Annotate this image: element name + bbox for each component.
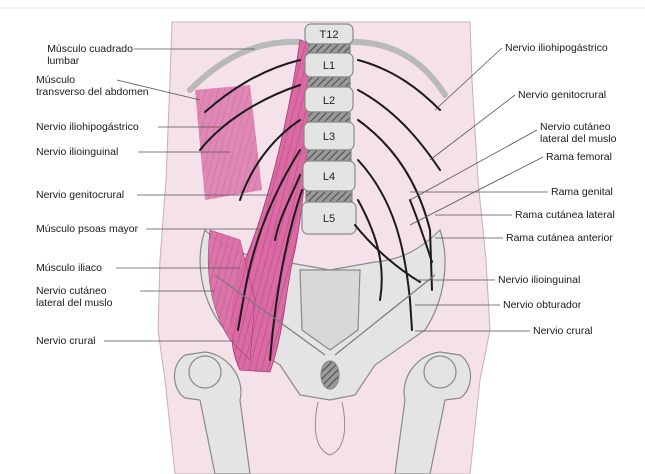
label-iliacus: Músculo iliaco [36, 262, 102, 274]
label-line: Nervio cutáneo [540, 121, 616, 133]
label-quadratus-lumborum: Músculo cuadrado lumbar [47, 43, 133, 67]
label-transversus-abdominis: Músculo transverso del abdomen [36, 74, 149, 98]
label-genitofemoral-right: Nervio genitocrural [518, 89, 606, 101]
label-line: lateral del muslo [36, 297, 112, 309]
label-lateral-cutaneous-left: Nervio cutáneo lateral del muslo [36, 285, 112, 309]
label-genitofemoral-left: Nervio genitocrural [36, 189, 124, 201]
label-iliohypogastric-right: Nervio iliohipogástrico [505, 42, 608, 54]
label-lateral-cutaneous-branch: Rama cutánea lateral [515, 209, 615, 221]
label-ilioinguinal-left: Nervio ilioinguinal [36, 146, 118, 158]
label-line: transverso del abdomen [36, 86, 149, 98]
vertebra-label-l4: L4 [323, 171, 335, 183]
vertebra-label-l3: L3 [323, 131, 335, 143]
spine [302, 24, 356, 234]
label-iliohypogastric-left: Nervio iliohipogástrico [36, 121, 139, 133]
label-lateral-cutaneous-right: Nervio cutáneo lateral del muslo [540, 121, 616, 145]
label-femoral-branch: Rama femoral [546, 151, 612, 163]
label-femoral-right: Nervio crural [533, 325, 593, 337]
label-ilioinguinal-right: Nervio ilioinguinal [498, 274, 580, 286]
vertebra-label-l2: L2 [323, 95, 335, 107]
label-obturator: Nervio obturador [503, 299, 581, 311]
vertebra-label-l1: L1 [323, 60, 335, 72]
vertebra-label-t12: T12 [320, 29, 339, 41]
label-genital-branch: Rama genital [551, 186, 613, 198]
label-psoas-major: Músculo psoas mayor [36, 223, 138, 235]
label-femoral-left: Nervio crural [36, 335, 96, 347]
quadratus-lumborum-muscle [195, 85, 262, 200]
vertebra-label-l5: L5 [323, 213, 335, 225]
label-line: lateral del muslo [540, 133, 616, 145]
label-line: Nervio cutáneo [36, 285, 112, 297]
label-line: Músculo cuadrado [47, 43, 133, 55]
label-anterior-cutaneous-branch: Rama cutánea anterior [506, 232, 613, 244]
label-line: Músculo [36, 74, 149, 86]
label-line: lumbar [47, 55, 133, 67]
